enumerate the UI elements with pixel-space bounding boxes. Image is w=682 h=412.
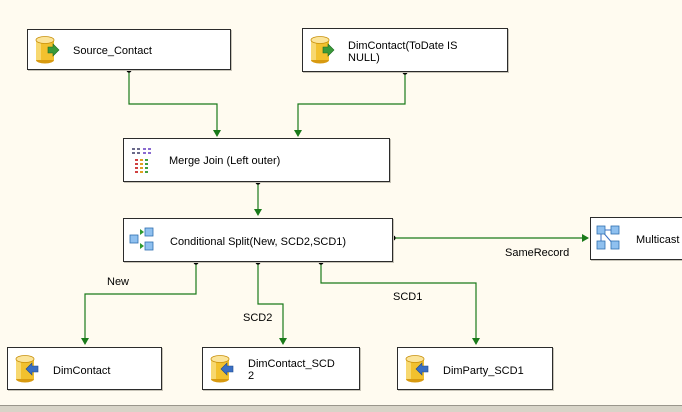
- ole-db-destination-icon: [405, 355, 429, 383]
- path-new-to-dimcontact: [81, 261, 197, 345]
- multicast-node[interactable]: Multicast: [590, 217, 682, 260]
- path-label-scd1[interactable]: SCD1: [393, 291, 423, 303]
- conditional-split-node[interactable]: Conditional Split(New, SCD2,SCD1): [123, 218, 393, 262]
- dimparty-scd1-label: DimParty_SCD1: [443, 365, 524, 377]
- source-contact-node[interactable]: Source_Contact: [27, 29, 231, 70]
- ole-db-destination-icon: [15, 355, 39, 383]
- multicast-icon: [596, 225, 620, 250]
- path-dimcontact-to-merge: [294, 72, 406, 137]
- conditional-split-icon: [129, 227, 154, 251]
- path-scd1-to-dimparty-scd1: [320, 262, 480, 345]
- dimcontact-todate-node[interactable]: DimContact(ToDate IS NULL): [302, 28, 508, 72]
- ole-db-source-icon: [35, 36, 60, 64]
- path-label-new[interactable]: New: [107, 276, 130, 288]
- dimcontact-scd2-node[interactable]: DimContact_SCD 2: [202, 347, 360, 390]
- source-contact-label: Source_Contact: [73, 45, 152, 57]
- merge-join-label: Merge Join (Left outer): [169, 155, 281, 167]
- path-scd2-to-dimcontact-scd2: [257, 262, 287, 345]
- merge-join-node[interactable]: Merge Join (Left outer): [123, 138, 390, 182]
- dimcontact-scd2-label: DimContact_SCD 2: [248, 358, 335, 382]
- merge-join-icon: [132, 148, 151, 173]
- ole-db-destination-icon: [210, 355, 234, 383]
- path-label-scd2[interactable]: SCD2: [243, 312, 273, 324]
- path-source-to-merge: [128, 70, 221, 137]
- dimparty-scd1-node[interactable]: DimParty_SCD1: [397, 347, 553, 390]
- dimcontact-destination-node[interactable]: DimContact: [7, 347, 162, 390]
- multicast-label: Multicast: [636, 234, 680, 246]
- dimcontact-todate-label: DimContact(ToDate IS NULL): [348, 40, 458, 64]
- dimcontact-destination-label: DimContact: [53, 365, 111, 377]
- path-label-same-record[interactable]: SameRecord: [505, 247, 570, 259]
- designer-bottom-edge: [0, 405, 682, 412]
- conditional-split-label: Conditional Split(New, SCD2,SCD1): [170, 236, 347, 248]
- ole-db-source-icon: [310, 36, 335, 64]
